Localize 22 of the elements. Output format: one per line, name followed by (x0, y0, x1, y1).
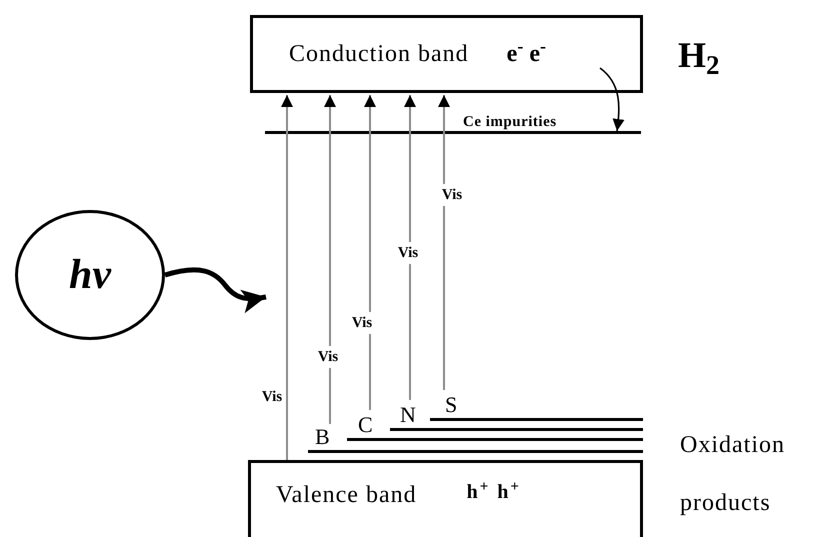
transition-arrow (364, 95, 376, 410)
transition-arrow (324, 95, 336, 424)
level-label: Ce impurities (463, 113, 557, 131)
level-label: B (315, 424, 330, 450)
level-label: N (400, 402, 416, 428)
annotation-label: Oxidation products (680, 431, 786, 518)
electron-label: e$^{-}$ e$^{-}$ (506, 36, 546, 69)
level-label: C (358, 412, 373, 438)
product-label: H$_{2}$ (678, 34, 720, 82)
transition-arrow (438, 95, 450, 390)
hole-label: h$^{+}$ h$^{+}$ (466, 478, 521, 505)
band-label: Conduction band (289, 40, 469, 69)
electron-transfer-arrow (599, 67, 624, 132)
photon-circle (15, 210, 165, 340)
transition-arrow (404, 95, 416, 400)
light-arrow (164, 267, 266, 313)
level-label: S (445, 392, 458, 418)
transition-arrow (281, 95, 293, 460)
photon-label: hv (69, 250, 111, 300)
valence-band-box (248, 460, 643, 537)
conduction-band-box (250, 15, 643, 93)
band-label: Valence band (276, 481, 417, 510)
